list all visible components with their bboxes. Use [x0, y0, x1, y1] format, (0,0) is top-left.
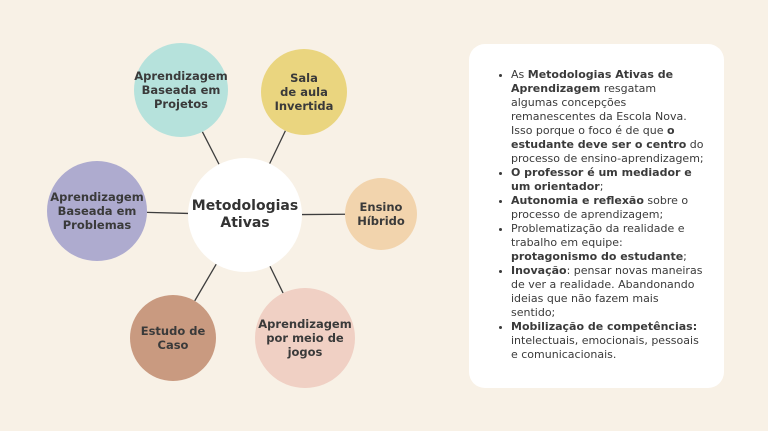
bullet-item: Inovação: pensar novas maneiras de ver a… — [511, 264, 704, 320]
bullet-bold-text: o estudante deve ser o centro — [511, 124, 687, 151]
bullet-text: ; — [683, 250, 687, 263]
bullet-text: do processo de ensino-aprendizagem; — [511, 138, 704, 165]
bullet-list: As Metodologias Ativas de Aprendizagem r… — [499, 68, 704, 362]
bullet-item: As Metodologias Ativas de Aprendizagem r… — [511, 68, 704, 166]
bullet-bold-text: Mobilização de competências: — [511, 320, 698, 333]
connector-jogos — [269, 265, 284, 294]
bullet-bold-text: Autonomia e reflexão — [511, 194, 644, 207]
bullet-text: sobre o processo de aprendizagem; — [511, 194, 689, 221]
bullet-text: As — [511, 68, 528, 81]
bullet-text: resgatam algumas concepções remanescente… — [511, 82, 687, 137]
bullet-item: Autonomia e reflexão sobre o processo de… — [511, 194, 704, 222]
bullet-item: Problematização da realidade e trabalho … — [511, 222, 704, 264]
methodologies-diagram — [146, 130, 346, 302]
bullet-text: : pensar novas maneiras de ver a realida… — [511, 264, 703, 319]
bullet-item: Mobilização de competências: intelectuai… — [511, 320, 704, 362]
connector-estudo-caso — [194, 263, 217, 302]
bullet-text: intelectuais, emocionais, pessoais e com… — [511, 334, 699, 361]
connector-problemas — [146, 211, 189, 215]
bullet-bold-text: Metodologias Ativas de Aprendizagem — [511, 68, 674, 95]
bullet-bold-text: protagonismo do estudante — [511, 250, 684, 263]
connector-sala-invertida — [269, 130, 286, 164]
connectors — [146, 130, 346, 302]
bullet-text: Problematização da realidade e trabalho … — [511, 222, 685, 249]
info-card: As Metodologias Ativas de Aprendizagem r… — [469, 44, 724, 388]
bullet-text: ; — [599, 180, 604, 193]
bullet-item: O professor é um mediador e um orientado… — [511, 166, 704, 194]
bullet-bold-text: Inovação — [511, 264, 567, 277]
bullet-bold-text: O professor é um mediador e um orientado… — [511, 166, 692, 193]
connector-projetos — [201, 131, 220, 165]
